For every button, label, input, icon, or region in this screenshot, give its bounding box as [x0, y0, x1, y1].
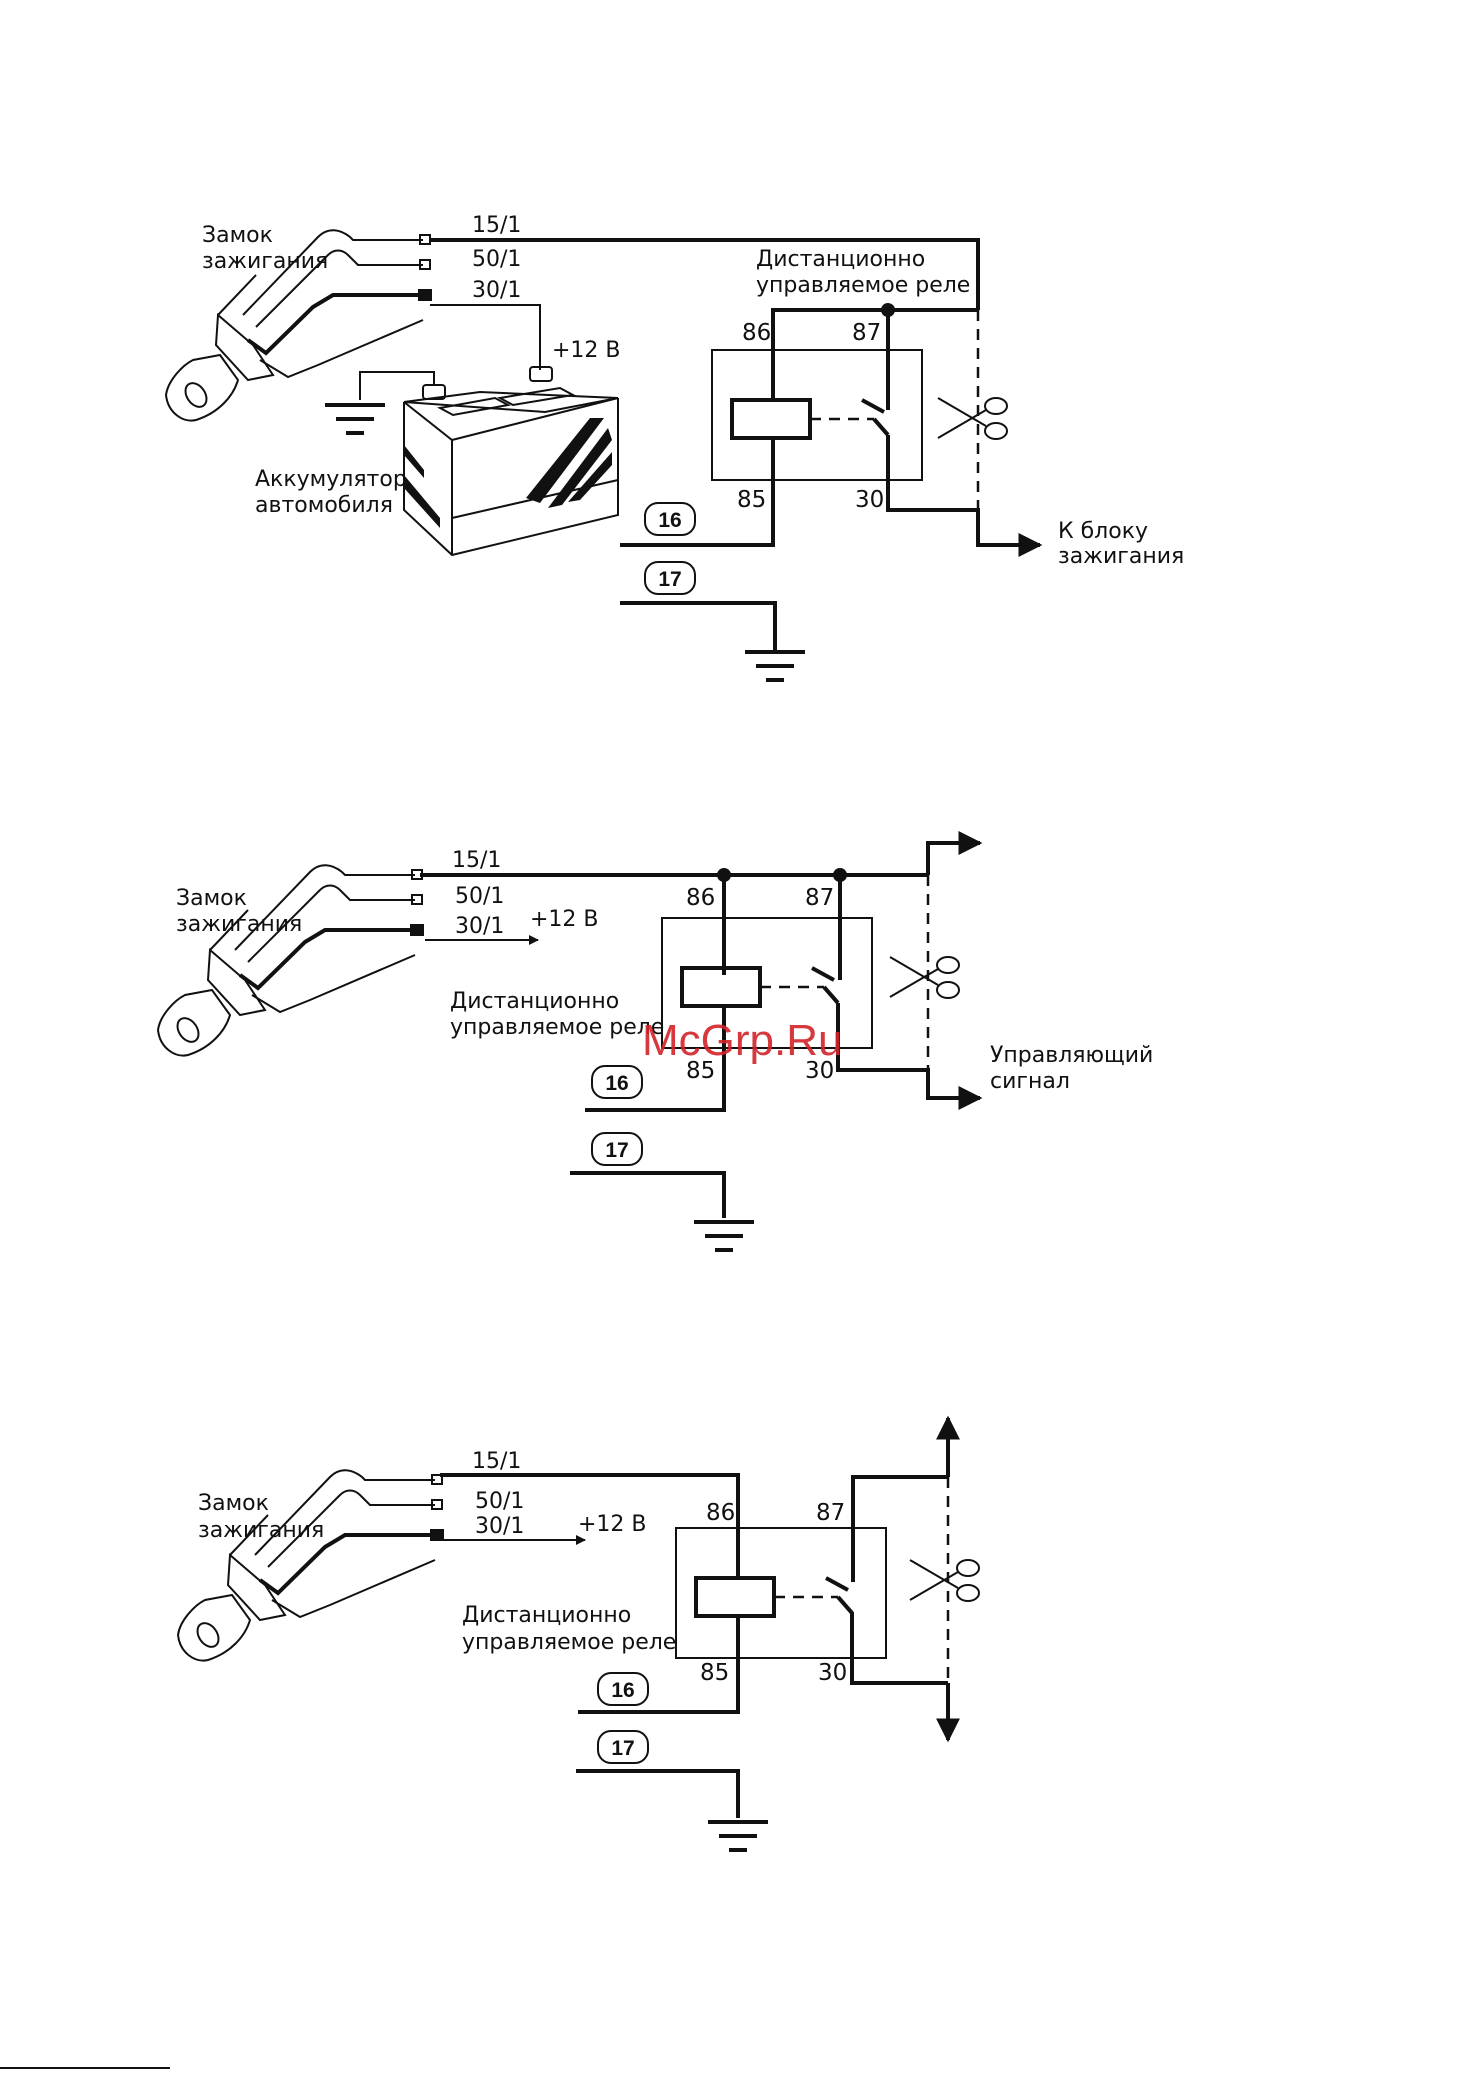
wire-label-30: 30/1: [455, 914, 504, 939]
battery-label-line1: Аккумулятор: [255, 467, 407, 492]
wire-30-1: [430, 304, 541, 370]
ignition-label-line1: Замок: [176, 886, 247, 911]
watermark: McGrp.Ru: [642, 1016, 842, 1065]
output-label-line1: К блоку: [1058, 519, 1148, 544]
relay-label-line1: Дистанционно: [756, 247, 925, 272]
wire-label-50: 50/1: [475, 1489, 524, 1514]
wire-label-15: 15/1: [472, 213, 521, 238]
wire-87: [851, 1475, 948, 1582]
wire-17: [576, 1769, 740, 1818]
relay-label-line2: управляемое реле: [756, 273, 970, 298]
wire-30: [886, 435, 1000, 547]
wire-15-1: [430, 238, 980, 310]
battery-icon: [323, 366, 619, 557]
ignition-label-line2: зажигания: [202, 249, 328, 274]
wire-label-30: 30/1: [475, 1514, 524, 1539]
pin-85: 85: [686, 1058, 715, 1084]
pin-86: 86: [686, 885, 715, 911]
ignition-label-line2: зажигания: [176, 912, 302, 937]
relay-label-line2: управляемое реле: [450, 1015, 664, 1040]
ignition-label-line1: Замок: [202, 223, 273, 248]
wire-15-1: [440, 1473, 740, 1580]
wire-85: [578, 1616, 740, 1714]
diagram-1: Замок зажигания 15/1 50/1 30/1 Дистанцио…: [164, 213, 1184, 682]
battery-label-line2: автомобиля: [255, 493, 393, 518]
output-label-line2: зажигания: [1058, 544, 1184, 569]
relay-label-line1: Дистанционно: [450, 989, 619, 1014]
battery-ground-icon: [323, 403, 387, 435]
wire-label-50: 50/1: [472, 247, 521, 272]
badge-16-label: 16: [605, 1072, 628, 1095]
wire-85: [585, 1007, 726, 1112]
wire-label-15: 15/1: [452, 848, 501, 873]
scissors-icon: [937, 397, 1008, 440]
scissors-icon: [909, 1559, 980, 1602]
wire-30: [836, 1003, 983, 1110]
pin-30: 30: [855, 487, 884, 513]
wire-85: [620, 438, 775, 547]
output-label-line2: сигнал: [990, 1069, 1070, 1094]
badge-17-label: 17: [611, 1737, 634, 1760]
wire-label-15: 15/1: [472, 1449, 521, 1474]
pin-30: 30: [805, 1058, 834, 1084]
pin-85: 85: [737, 487, 766, 513]
wire-17: [570, 1171, 726, 1218]
wire-label-30: 30/1: [472, 278, 521, 303]
diagram-3: Замок зажигания 15/1 50/1 30/1 +12 В 86 …: [176, 1415, 980, 1852]
badge-17-label: 17: [658, 568, 681, 591]
ground-icon: [706, 1820, 770, 1852]
pin-87: 87: [816, 1500, 845, 1526]
pin-87: 87: [852, 320, 881, 346]
diagram-2: Замок зажигания 15/1 50/1 30/1 +12 В 86 …: [156, 831, 1153, 1252]
pin-87: 87: [805, 885, 834, 911]
wire-label-50: 50/1: [455, 884, 504, 909]
relay-label-line1: Дистанционно: [462, 1603, 631, 1628]
pin-85: 85: [700, 1660, 729, 1686]
relay-label-line2: управляемое реле: [462, 1630, 676, 1655]
ground-icon: [743, 650, 807, 682]
badge-17-label: 17: [605, 1139, 628, 1162]
plus12-label: +12 В: [552, 338, 621, 363]
ignition-label-line1: Замок: [198, 1491, 269, 1516]
badge-16-label: 16: [611, 1679, 634, 1702]
badge-16-label: 16: [658, 509, 681, 532]
scissors-icon: [889, 956, 960, 999]
pin-86: 86: [706, 1500, 735, 1526]
output-label-line1: Управляющий: [990, 1043, 1153, 1068]
plus12-label: +12 В: [578, 1512, 647, 1537]
ground-icon: [692, 1220, 756, 1252]
relay-icon: [710, 348, 924, 482]
pin-30: 30: [818, 1660, 847, 1686]
wire-17: [620, 601, 777, 650]
plus12-label: +12 В: [530, 907, 599, 932]
pin-86: 86: [742, 320, 771, 346]
wire-30: [850, 1612, 948, 1685]
